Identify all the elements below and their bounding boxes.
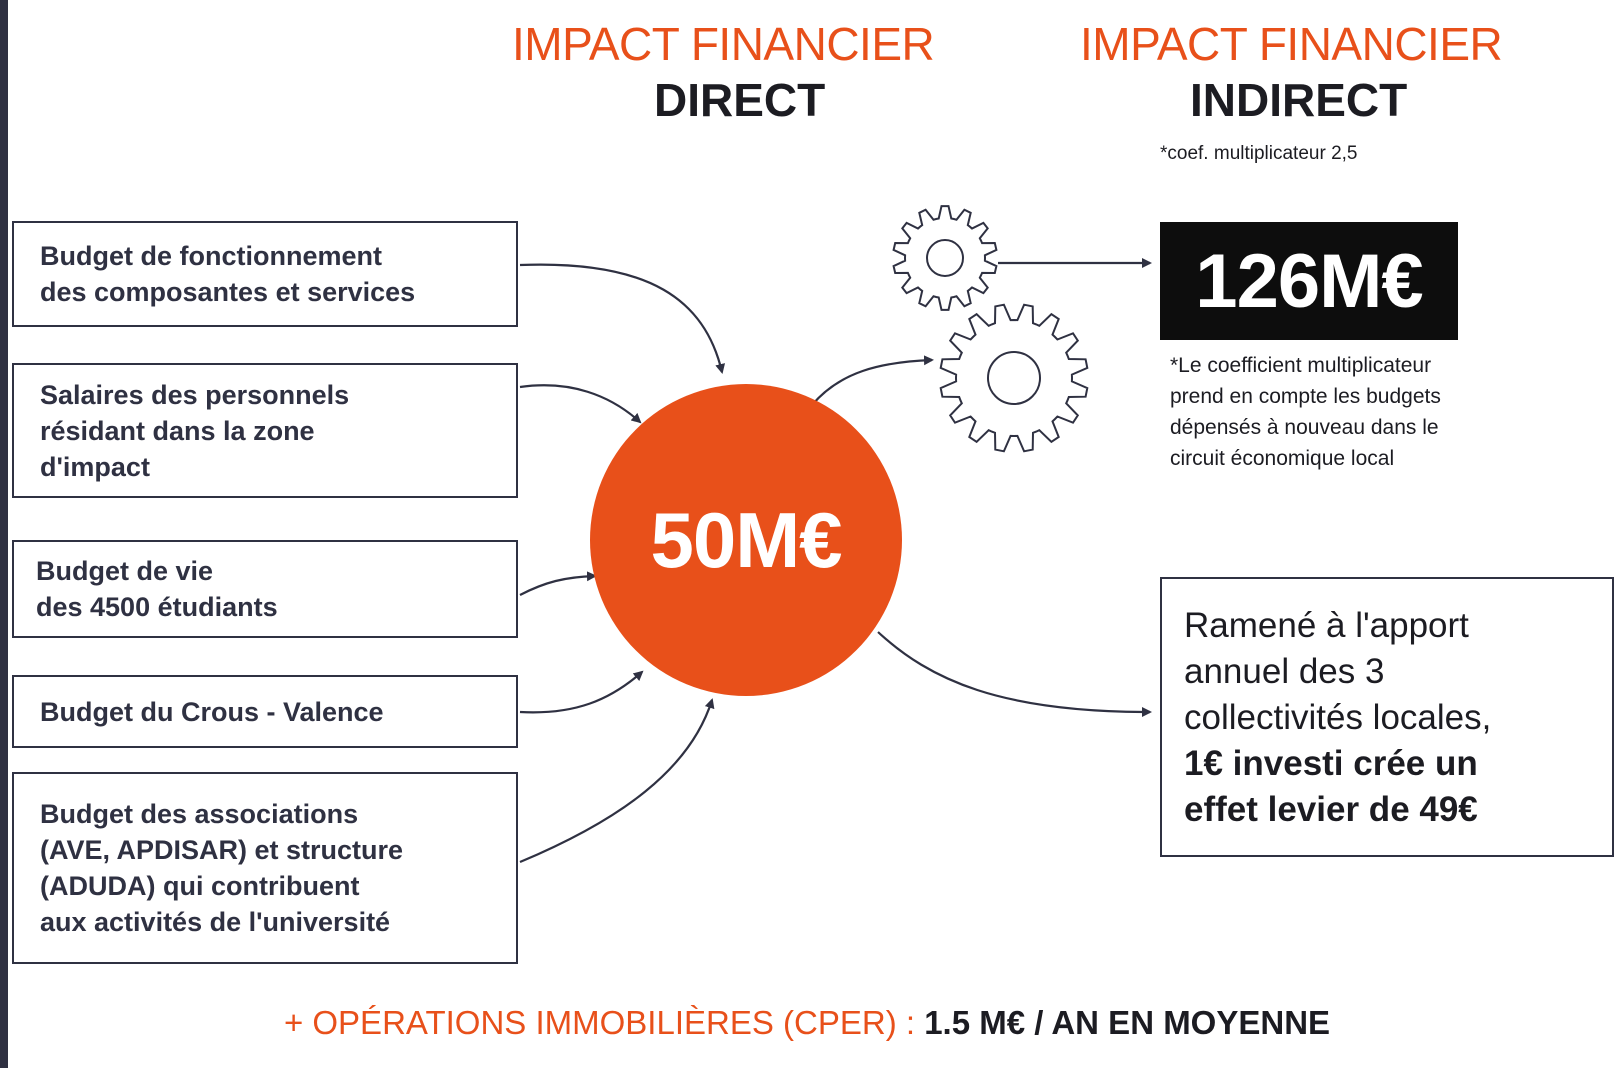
leverage-highlight: 1€ investi crée un effet levier de 49€ [1184, 744, 1478, 829]
leverage-text: Ramené à l'apport annuel des 3 collectiv… [1184, 606, 1492, 737]
indirect-header-line1: IMPACT FINANCIER [1080, 18, 1503, 70]
source-label: Budget des associations (AVE, APDISAR) e… [40, 799, 404, 937]
arrow-students-to-center [519, 571, 597, 596]
source-label: Budget de fonctionnement des composantes… [40, 241, 416, 307]
source-box-operating-budget: Budget de fonctionnement des composantes… [12, 221, 518, 327]
source-label: Budget de vie des 4500 étudiants [36, 556, 278, 622]
source-box-student-budget: Budget de vie des 4500 étudiants [12, 540, 518, 638]
direct-impact-value: 50M€ [650, 495, 842, 584]
source-box-staff-salaries: Salaires des personnels résidant dans la… [12, 363, 518, 498]
arrow-salaries-to-center [519, 384, 642, 424]
leverage-box: Ramené à l'apport annuel des 3 collectiv… [1160, 577, 1614, 857]
direct-header-line1: IMPACT FINANCIER [512, 18, 935, 70]
arrow-operating-to-center [519, 263, 726, 374]
indirect-header-line2: INDIRECT [1190, 74, 1408, 126]
left-edge-bar [0, 0, 8, 1068]
footer-prefix: + OPÉRATIONS IMMOBILIÈRES (CPER) : [283, 1004, 925, 1041]
footer-value: 1.5 M€ / AN EN MOYENNE [924, 1004, 1331, 1041]
source-label: Budget du Crous - Valence [40, 696, 384, 727]
arrow-associations-to-center [519, 698, 715, 864]
gear-icon [939, 303, 1089, 453]
gear-icon [892, 205, 998, 311]
arrow-crous-to-center [519, 670, 644, 714]
source-box-associations-budget: Budget des associations (AVE, APDISAR) e… [12, 772, 518, 964]
arrow-center-to-leverage [877, 631, 1152, 717]
footer-note: + OPÉRATIONS IMMOBILIÈRES (CPER) : 1.5 M… [0, 1004, 1614, 1042]
source-box-crous-budget: Budget du Crous - Valence [12, 675, 518, 748]
arrow-center-to-gears [811, 355, 934, 406]
multiplier-explanation: *Le coefficient multiplicateur prend en … [1170, 354, 1441, 470]
indirect-impact-box: 126M€ [1160, 222, 1458, 340]
source-label: Salaires des personnels résidant dans la… [40, 379, 350, 482]
indirect-impact-value: 126M€ [1195, 238, 1423, 324]
multiplier-note: *coef. multiplicateur 2,5 [1160, 143, 1358, 164]
direct-impact-circle: 50M€ [590, 384, 902, 696]
direct-header-line2: DIRECT [654, 74, 826, 126]
